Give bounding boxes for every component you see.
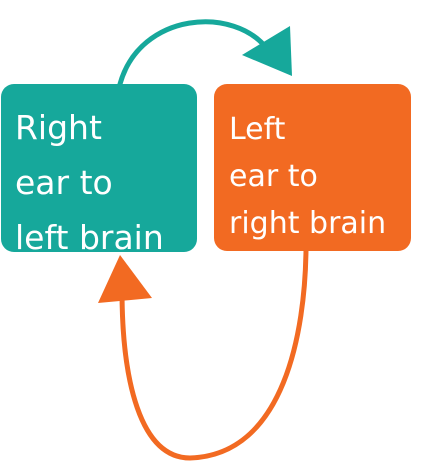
left-ear-to-right-brain-box: Left ear to right brain xyxy=(214,84,411,251)
right-ear-to-left-brain-box: Right ear to left brain xyxy=(1,84,197,257)
left-ear-box-line-2: ear to xyxy=(229,159,318,194)
left-ear-box-line-1: Left xyxy=(229,112,286,147)
top-arc-connector xyxy=(117,19,271,87)
bottom-arrowhead xyxy=(98,255,152,303)
left-ear-box-line-3: right brain xyxy=(229,206,387,241)
bottom-loop-connector xyxy=(119,247,309,461)
right-ear-box-line-1: Right xyxy=(15,108,102,147)
top-arrowhead xyxy=(242,26,292,76)
right-ear-box-line-3: left brain xyxy=(15,218,164,257)
right-ear-box-line-2: ear to xyxy=(15,163,113,202)
